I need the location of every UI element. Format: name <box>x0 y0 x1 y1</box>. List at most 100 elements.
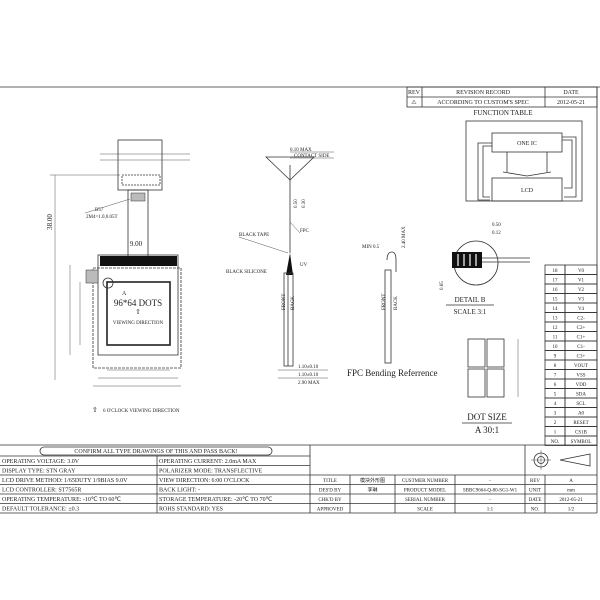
pin-symbol: VSS <box>576 374 585 379</box>
detail-a-marker: A <box>122 291 127 297</box>
side-view: 0.10 MAX CONTACT SIDE 0.50 0.30 FPC BLAC… <box>226 148 334 386</box>
fpc-width-dimension: 9.00 <box>130 240 143 248</box>
title-block-cell: SBBC9664-Q-80-SG1-W1 <box>463 489 518 494</box>
height-dimension: 38.00 <box>46 214 54 230</box>
pin-row: 4 SCL <box>544 397 598 408</box>
pin-symbol: RESET <box>573 421 588 426</box>
revision-record-header: REVISION RECORD <box>456 90 511 96</box>
title-block-cell: TITLE <box>323 479 337 484</box>
spec-left-item: LCD DRIVE METHOD: 1/65DUTY 1/9BIAS 9.0V <box>2 478 128 484</box>
title-block-cell: 模块外形图 <box>360 477 385 484</box>
pin-number: 18 <box>553 269 559 274</box>
viewing-arrow-icon: ⇧ <box>135 308 141 316</box>
pin-number: 15 <box>553 298 559 303</box>
contact-side-label: CONTACT SIDE <box>294 154 329 159</box>
pin-symbol: SDA <box>576 393 586 398</box>
pin-row: 16 V2 <box>544 283 598 294</box>
revision-record: ACCORDING TO CUSTOM'S SPEC <box>437 100 529 106</box>
lcd-label: LCD <box>521 188 534 194</box>
detail-b-title: DETAIL B <box>455 296 486 304</box>
title-block-cell: UNIT <box>529 489 541 494</box>
title-block-cell: SCALE <box>417 508 433 513</box>
title-block-cell: DATE <box>529 498 542 503</box>
title-block-cell: PRODUCT MODEL <box>404 489 446 494</box>
dim-290-max: 2.90 MAX <box>298 381 320 386</box>
ic-label: ONE IC <box>517 141 537 147</box>
spec-right-item: STORAGE TEMPERATURE: -20℃ TO 70℃ <box>159 497 273 503</box>
function-table-title: FUNCTION TABLE <box>473 109 532 117</box>
title-block-cell: APPROVED <box>317 508 344 513</box>
lcd-block <box>491 177 563 202</box>
revision-table: REV REVISION RECORD DATE ⚠ ACCORDING TO … <box>406 86 598 108</box>
pin-row: 15 V3 <box>544 293 598 304</box>
pin-symbol: V2 <box>578 288 585 293</box>
pin-symbol: V1 <box>578 279 585 284</box>
pin-symbol: C2+ <box>577 326 586 331</box>
pin-symbol: V0 <box>578 269 585 274</box>
title-block-cell: SERIAL NUMBER <box>405 498 446 503</box>
function-table: FUNCTION TABLE ONE IC LCD <box>465 109 583 202</box>
pin-number: 16 <box>553 288 559 293</box>
pin-row: 2 RESET <box>544 416 598 427</box>
active-area <box>106 281 171 346</box>
uv-label: UV <box>300 263 308 268</box>
pin-symbol: V3 <box>578 298 585 303</box>
pin-number: 4 <box>554 402 557 407</box>
pin-symbol: VDD <box>576 383 587 388</box>
title-block-cell: 1:1 <box>487 508 494 513</box>
pin-number: 2 <box>554 421 557 426</box>
spec-left-item: OPERATING VOLTAGE: 3.0V <box>2 459 80 465</box>
bending-front-label: FRONT <box>382 294 387 310</box>
title-block-cell: 李琳 <box>367 487 377 494</box>
back-label: BACK <box>291 296 296 310</box>
title-block-cell: - <box>489 498 491 503</box>
revision-date: 2012-05-21 <box>557 100 585 106</box>
six-oclock-arrow-icon: ⇧ <box>92 406 98 414</box>
title-block-cell: CUSTMER NUMBER <box>402 479 449 484</box>
bending-caption: FPC Bending Referrence <box>347 368 437 378</box>
detail-b: 0.50 0.12 0.65 DETAIL B SCALE 3:1 <box>440 223 530 316</box>
title-block-cell: CHK'D BY <box>318 498 342 503</box>
pin-row: 18 V0 <box>544 264 598 275</box>
min-radius-label: MIN 0.5 <box>362 245 380 250</box>
fpc-label: FPC <box>300 229 310 234</box>
confirm-banner: CONFIRM ALL TYPE DRAWINGS OF THIS AND PA… <box>74 449 237 455</box>
black-tape <box>100 256 177 266</box>
pin-symbol: VOUT <box>574 364 588 369</box>
detail-b-dim-065: 0.65 <box>440 281 445 290</box>
detail-b-scale: SCALE 3:1 <box>454 308 487 316</box>
spec-right-item: ROHS STANDARD: YES <box>159 507 223 513</box>
rev-header: REV <box>408 90 421 96</box>
pin-symbol: CS1B <box>575 431 588 436</box>
detail-b-dim-050: 0.50 <box>492 223 501 228</box>
spec-right-item: POLARIZER MODE: TRANSFLECTIVE <box>159 469 263 475</box>
spec-left-item: DEFAULT TOLERANCE: ±0.3 <box>2 507 79 513</box>
pin-number: 10 <box>553 345 559 350</box>
pin-number: 12 <box>553 326 559 331</box>
dot-size-title: DOT SIZE <box>467 412 507 422</box>
dots-resolution: 96*64 DOTS <box>114 298 162 308</box>
pin-symbol: SCL <box>576 402 585 407</box>
ic-block <box>491 132 563 153</box>
detail-b-dim-012: 0.12 <box>492 231 501 236</box>
pin-number: 3 <box>554 412 557 417</box>
spec-left-item: OPERATING TEMPERATURE: -10℃ TO 60℃ <box>2 497 121 503</box>
viewing-direction-label: VIEWING DIRECTION <box>113 321 164 326</box>
fpc-bending-reference: MIN 0.5 2.40 MAX FRONT BACK FPC Bending … <box>347 226 437 378</box>
spec-left-item: DISPLAY TYPE: STN GRAY <box>2 469 76 475</box>
pin-symbol: C1- <box>577 345 585 350</box>
spec-table: CONFIRM ALL TYPE DRAWINGS OF THIS AND PA… <box>0 444 597 513</box>
pin-number: 11 <box>553 336 558 341</box>
lcd-front-view: 38.00 9.00 B57 2M4=1.0,0.05T A 96*64 DOT… <box>46 139 190 414</box>
max-010-dim: 0.10 MAX <box>290 148 312 153</box>
